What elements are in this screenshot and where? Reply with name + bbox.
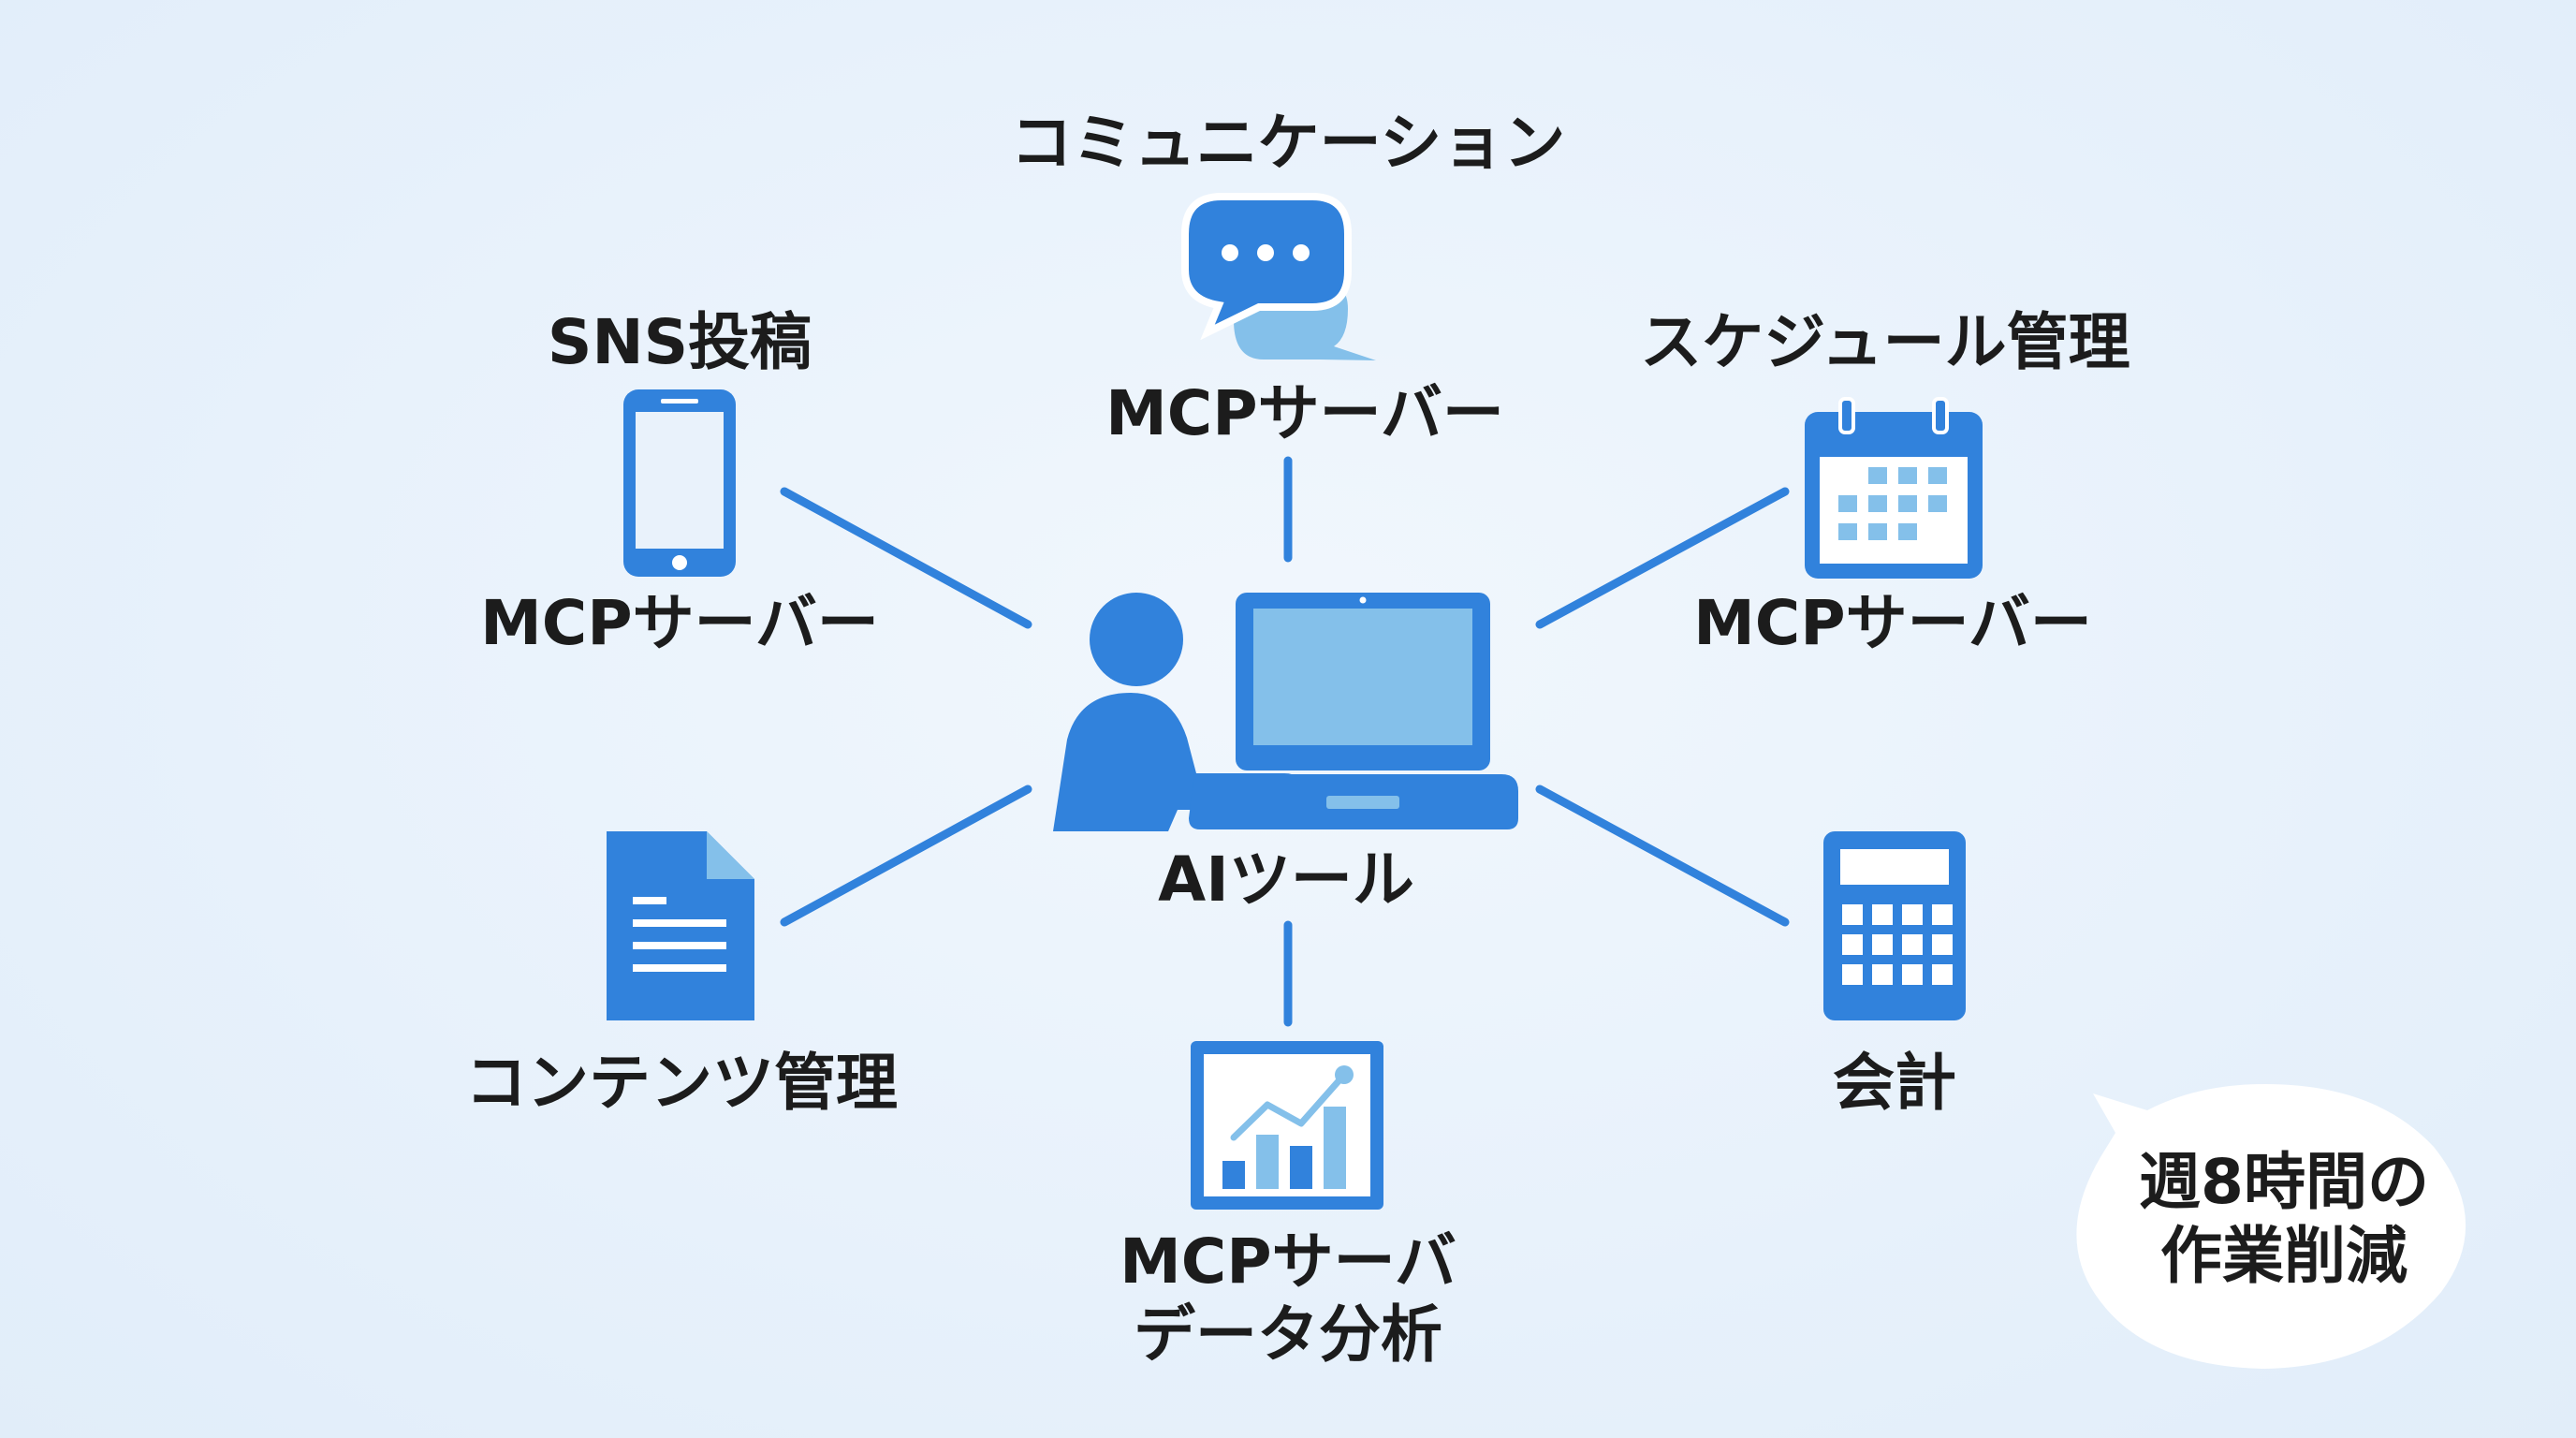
connector-accounting bbox=[1535, 785, 1790, 927]
smartphone-icon bbox=[623, 389, 736, 577]
connector-sns bbox=[780, 487, 1032, 629]
connectors bbox=[780, 456, 1790, 1027]
sns-title: SNS投稿 bbox=[547, 306, 812, 378]
content-title: コンテンツ管理 bbox=[465, 1047, 898, 1119]
schedule-server-label: MCPサーバー bbox=[1693, 587, 2092, 659]
analytics-server-label: MCPサーバ bbox=[1120, 1225, 1456, 1299]
callout-text: 週8時間の 作業削減 bbox=[2139, 1145, 2429, 1293]
chart-icon bbox=[1191, 1041, 1383, 1210]
analytics-label: MCPサーバ データ分析 bbox=[1120, 1225, 1456, 1372]
accounting-title: 会計 bbox=[1833, 1047, 1956, 1119]
calendar-icon bbox=[1805, 397, 1983, 579]
sns-server-label: MCPサーバー bbox=[480, 587, 879, 659]
chat-bubbles-icon bbox=[1181, 193, 1376, 360]
schedule-title: スケジュール管理 bbox=[1640, 306, 2130, 378]
center-label: AIツール bbox=[1158, 844, 1414, 916]
connector-schedule bbox=[1535, 487, 1790, 629]
communication-title: コミュニケーション bbox=[1010, 107, 1566, 179]
person-laptop-icon bbox=[1053, 593, 1518, 831]
calculator-icon bbox=[1823, 831, 1966, 1020]
speech-bubble bbox=[2076, 1084, 2466, 1369]
callout-line2: 作業削減 bbox=[2160, 1220, 2408, 1292]
connector-content bbox=[780, 785, 1032, 927]
communication-server-label: MCPサーバー bbox=[1105, 377, 1504, 449]
document-icon bbox=[607, 831, 754, 1020]
callout-line1: 週8時間の bbox=[2139, 1145, 2429, 1218]
analytics-title: データ分析 bbox=[1133, 1299, 1442, 1371]
